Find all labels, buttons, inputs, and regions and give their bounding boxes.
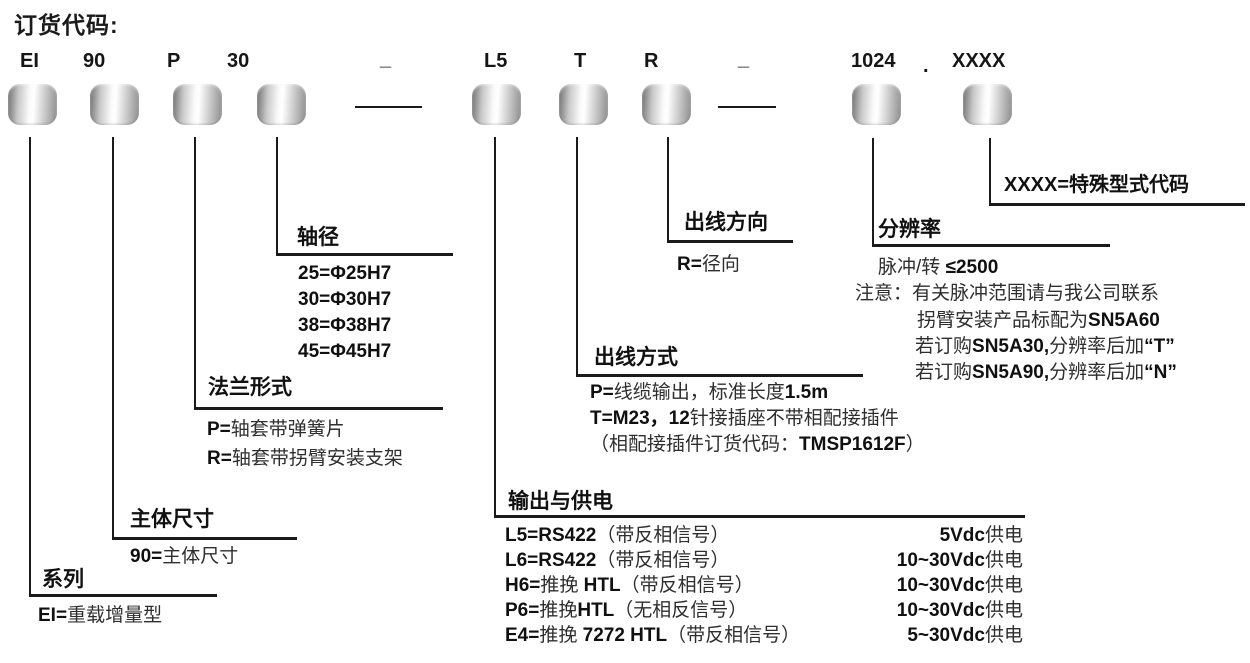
- code-button-output-power: [472, 84, 521, 125]
- section-heading-body-size: 主体尺寸: [130, 508, 214, 531]
- voltage-text: 5Vdc供电: [939, 525, 1023, 546]
- series-value: EI=重载增量型: [38, 605, 163, 626]
- list-item: L6=RS422（带反相信号） 10~30Vdc供电: [505, 545, 1023, 571]
- option-text: E4=推挽 7272 HTL（带反相信号）: [505, 625, 801, 646]
- section-underline-outlet-direction: [667, 240, 793, 243]
- outlet-method-list: P=线缆输出，标准长度1.5m T=M23，12针接插座不带相配接插件 （相配接…: [590, 380, 925, 458]
- output-power-list: L5=RS422（带反相信号） 5Vdc供电 L6=RS422（带反相信号） 1…: [505, 520, 1023, 646]
- section-underline-flange: [194, 407, 443, 410]
- code-label-flange: P: [167, 50, 181, 72]
- connector-line-body-size: [112, 137, 114, 539]
- section-underline-shaft: [276, 253, 453, 256]
- list-item: P=轴套带弹簧片: [207, 419, 345, 440]
- list-item: P=线缆输出，标准长度1.5m: [590, 382, 829, 403]
- code-separator-underscore: _: [380, 48, 392, 70]
- section-heading-output-power: 输出与供电: [508, 490, 613, 513]
- page-title: 订货代码:: [14, 12, 119, 38]
- code-label-shaft: 30: [227, 50, 250, 72]
- list-item: 38=Φ38H7: [298, 315, 392, 336]
- connector-line-outlet-method: [576, 137, 578, 377]
- section-heading-flange: 法兰形式: [208, 376, 292, 399]
- outlet-direction-value: R=径向: [677, 254, 740, 275]
- resolution-note: 拐臂安装产品标配为SN5A60: [917, 310, 1160, 331]
- code-separator-line: [718, 106, 776, 108]
- list-item: E4=推挽 7272 HTL（带反相信号） 5~30Vdc供电: [505, 620, 1023, 646]
- connector-line-resolution: [872, 138, 874, 247]
- code-label-outlet-method: T: [574, 50, 587, 72]
- list-item: R=轴套带拐臂安装支架: [207, 448, 403, 469]
- connector-line-special: [989, 138, 991, 205]
- flange-options-list: P=轴套带弹簧片 R=轴套带拐臂安装支架: [207, 415, 403, 473]
- voltage-text: 10~30Vdc供电: [896, 550, 1023, 571]
- section-heading-resolution: 分辨率: [878, 218, 941, 241]
- section-underline-special: [989, 203, 1245, 206]
- code-button-resolution: [852, 84, 901, 125]
- code-button-flange: [173, 84, 222, 125]
- list-item: T=M23，12针接插座不带相配接插件: [590, 408, 899, 429]
- code-button-body-size: [90, 84, 139, 125]
- resolution-note: 若订购SN5A30,分辨率后加“T”: [915, 336, 1175, 357]
- section-heading-outlet-method: 出线方式: [594, 346, 678, 369]
- section-heading-outlet-direction: 出线方向: [684, 211, 768, 234]
- connector-line-outlet-direction: [667, 137, 669, 243]
- code-label-resolution: 1024: [851, 50, 896, 72]
- code-button-shaft: [257, 84, 306, 125]
- voltage-text: 10~30Vdc供电: [896, 575, 1023, 596]
- section-heading-series: 系列: [42, 568, 84, 591]
- section-underline-series: [29, 594, 217, 597]
- code-label-series: EI: [20, 50, 39, 72]
- code-label-outlet-direction: R: [644, 50, 659, 72]
- list-item: 45=Φ45H7: [298, 341, 392, 362]
- special-code-label: XXXX=特殊型式代码: [1004, 174, 1190, 196]
- section-underline-resolution: [872, 244, 1110, 247]
- resolution-range: 脉冲/转 ≤2500: [878, 257, 999, 278]
- code-button-special: [963, 84, 1012, 125]
- option-text: P6=推挽HTL（无相反信号）: [505, 600, 748, 621]
- list-item: H6=推挽 HTL（带反相信号） 10~30Vdc供电: [505, 570, 1023, 596]
- code-button-series: [8, 84, 57, 125]
- resolution-note: 注意：有关脉冲范围请与我公司联系: [855, 283, 1160, 304]
- list-item: 25=Φ25H7: [298, 263, 392, 284]
- list-item: 30=Φ30H7: [298, 289, 392, 310]
- voltage-text: 5~30Vdc供电: [907, 625, 1023, 646]
- list-item: L5=RS422（带反相信号） 5Vdc供电: [505, 520, 1023, 546]
- list-item: （相配接插件订货代码：TMSP1612F）: [590, 434, 925, 455]
- code-label-body-size: 90: [83, 50, 106, 72]
- code-separator-underscore: _: [738, 48, 750, 70]
- option-text: L5=RS422（带反相信号）: [505, 525, 730, 546]
- connector-line-flange: [194, 137, 196, 409]
- section-underline-body-size: [112, 537, 297, 540]
- code-label-output-power: L5: [484, 50, 508, 72]
- list-item: P6=推挽HTL（无相反信号） 10~30Vdc供电: [505, 595, 1023, 621]
- resolution-note: 若订购SN5A90,分辨率后加“N”: [915, 362, 1177, 383]
- shaft-options-list: 25=Φ25H7 30=Φ30H7 38=Φ38H7 45=Φ45H7: [298, 261, 391, 365]
- option-text: L6=RS422（带反相信号）: [505, 550, 730, 571]
- voltage-text: 10~30Vdc供电: [896, 600, 1023, 621]
- connector-line-series: [29, 137, 31, 596]
- section-underline-output-power: [494, 515, 1025, 518]
- code-button-outlet-method: [559, 84, 608, 125]
- option-text: H6=推挽 HTL（带反相信号）: [505, 575, 754, 596]
- connector-line-shaft: [276, 137, 278, 256]
- code-button-outlet-direction: [642, 84, 691, 125]
- body-size-value: 90=主体尺寸: [130, 546, 239, 567]
- code-label-special: XXXX: [952, 50, 1006, 72]
- connector-line-output-power: [494, 137, 496, 518]
- section-underline-outlet-method: [576, 374, 863, 377]
- code-separator-dot: .: [923, 55, 929, 77]
- section-heading-shaft: 轴径: [297, 226, 339, 249]
- code-separator-line: [355, 106, 422, 108]
